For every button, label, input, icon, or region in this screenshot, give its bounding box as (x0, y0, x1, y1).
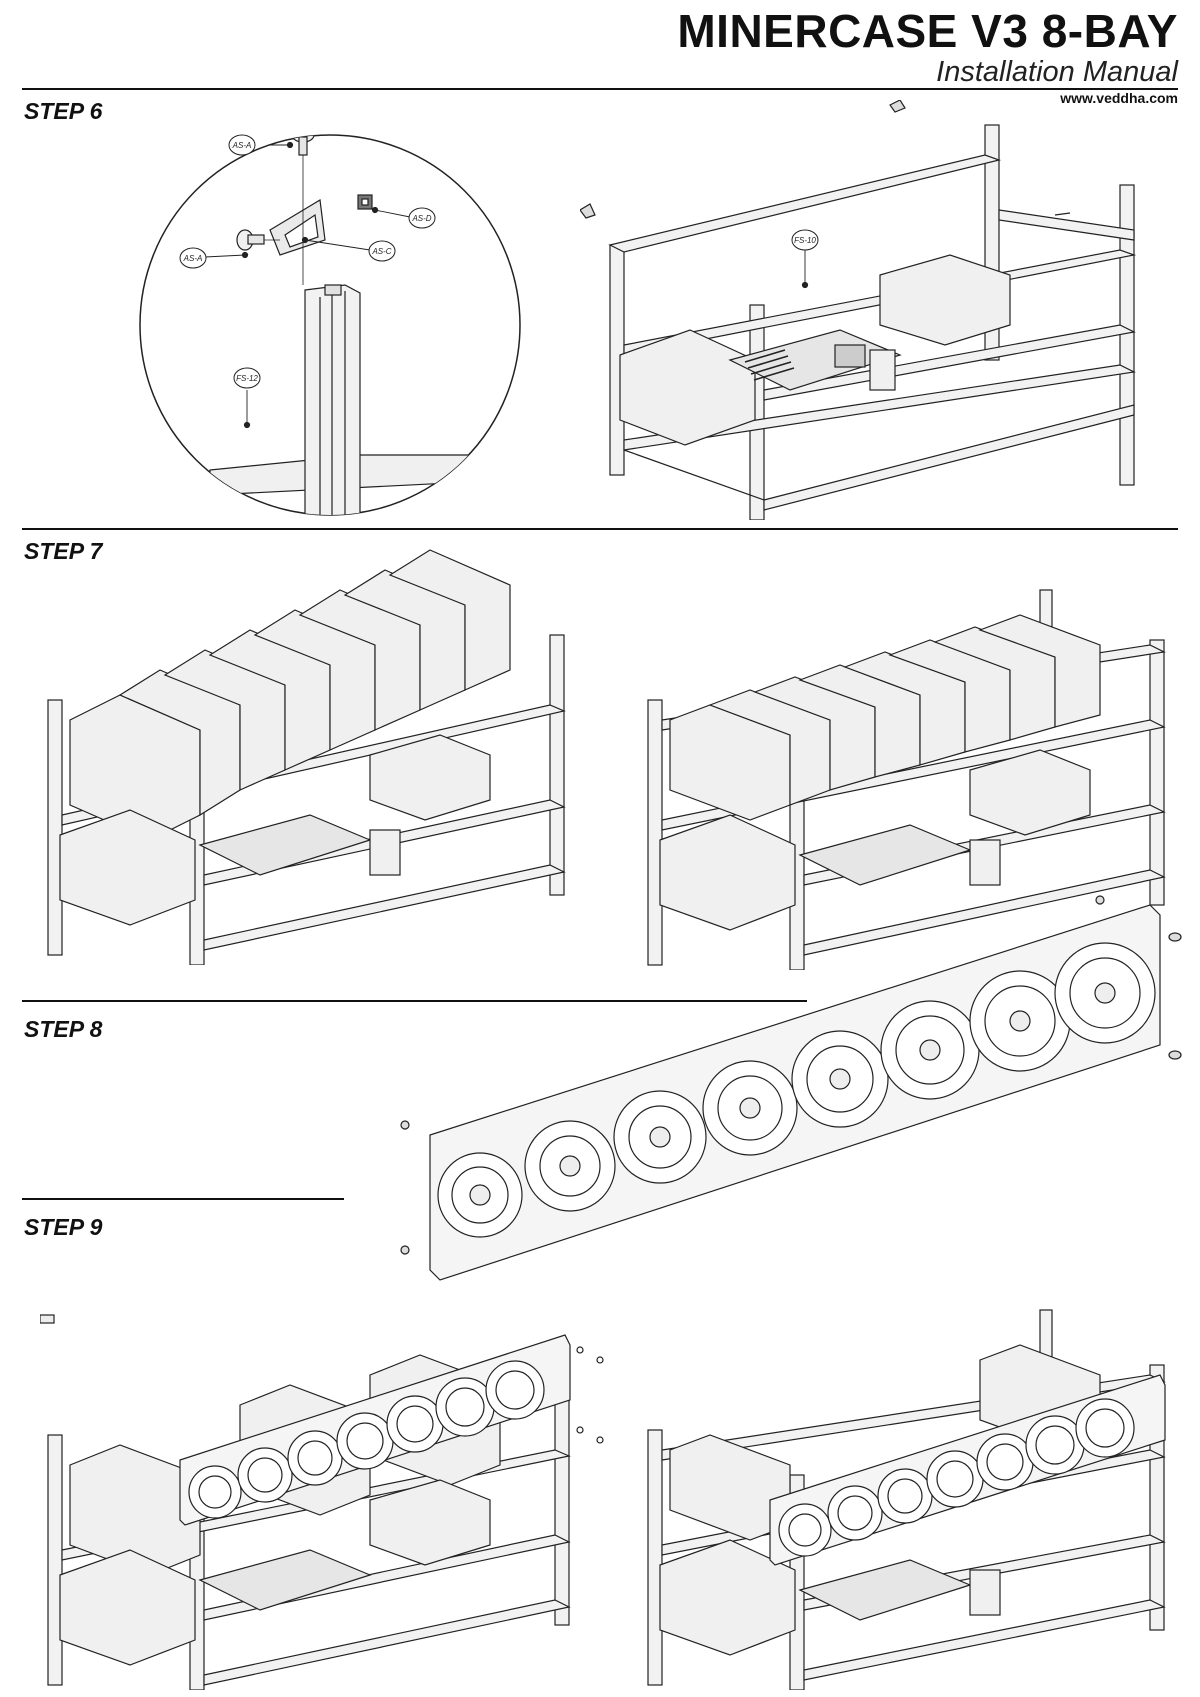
step-9-fan-install-exploded (40, 1270, 640, 1690)
svg-text:FS-10: FS-10 (794, 236, 816, 245)
step-8-label: STEP 8 (24, 1016, 103, 1042)
corner-bracket-left (580, 203, 596, 219)
step-6-detail-magnified-view: AS-A AS-D AS-C AS-A FS-12 (130, 125, 530, 520)
psu-upper (879, 254, 1011, 346)
step-7-gpu-install-exploded (40, 545, 580, 965)
document-title: MINERCASE V3 8-BAY (677, 5, 1178, 57)
svg-text:FS-12: FS-12 (236, 374, 258, 383)
step-6-frame-assembly: FS-10 (580, 100, 1180, 520)
header-divider (22, 88, 1178, 90)
callout-as-c: AS-C (368, 240, 396, 262)
document-subtitle: Installation Manual (936, 56, 1178, 88)
gpu-stack (69, 549, 511, 841)
callout-fs-12: FS-12 (233, 367, 261, 389)
website-link[interactable]: www.veddha.com (1060, 90, 1178, 106)
screw-left (236, 229, 265, 251)
svg-text:AS-C: AS-C (371, 247, 391, 256)
psu-lower (619, 329, 756, 446)
step-7-divider (22, 1000, 807, 1002)
step-6-label: STEP 6 (24, 98, 103, 124)
step-8-fan-panel (400, 895, 1190, 1285)
callout-as-d: AS-D (408, 207, 436, 229)
corner-bracket-top (889, 100, 906, 113)
step-7-gpu-installed (640, 570, 1180, 970)
fan-array (437, 942, 1156, 1238)
step-9-fan-installed (640, 1290, 1180, 1690)
svg-text:AS-A: AS-A (183, 254, 203, 263)
callout-fs-10: FS-10 (791, 229, 819, 251)
svg-text:AS-A: AS-A (232, 141, 252, 150)
gpu-row-installed (669, 614, 1101, 821)
step-6-divider (22, 528, 1178, 530)
t-nut (357, 194, 373, 210)
step-9-label: STEP 9 (24, 1214, 103, 1240)
callout-as-a-left: AS-A (179, 247, 207, 269)
svg-text:AS-D: AS-D (411, 214, 431, 223)
panel-screws (400, 895, 1182, 1255)
ssd-bay (869, 349, 896, 391)
step-6-detail-svg: AS-A AS-D AS-C AS-A FS-12 (139, 134, 521, 516)
step-7-label: STEP 7 (24, 538, 103, 564)
callout-as-a-top: AS-A (228, 134, 256, 156)
step-8-divider (22, 1198, 344, 1200)
